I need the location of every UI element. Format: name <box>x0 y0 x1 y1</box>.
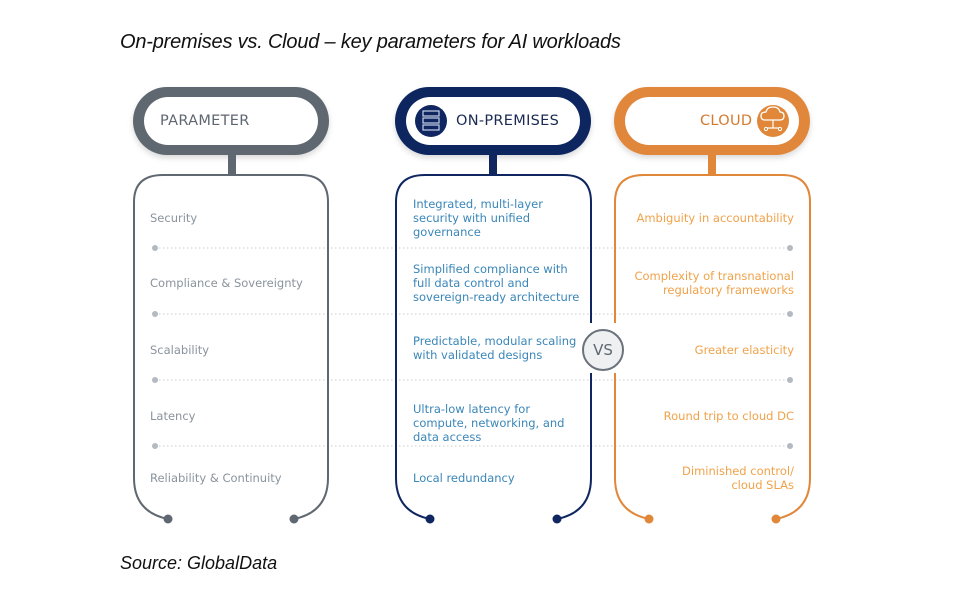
on-premises-cell: Local redundancy <box>413 471 515 485</box>
cloud-network-icon <box>757 105 789 137</box>
cloud-cell: Round trip to cloud DC <box>663 409 794 423</box>
on-premises-column-frame <box>395 87 592 524</box>
diagram-title: On-premises vs. Cloud – key parameters f… <box>120 31 621 53</box>
parameter-header: PARAMETER <box>160 113 250 129</box>
cloud-cell: Complexity of transnational regulatory f… <box>634 269 794 297</box>
parameter-cell: Security <box>150 211 198 225</box>
on-premises-header: ON-PREMISES <box>456 113 560 129</box>
parameter-column-frame <box>133 87 329 524</box>
cloud-cell: Greater elasticity <box>694 343 794 357</box>
cloud-column-frame <box>614 87 811 524</box>
on-premises-cell: Simplified compliance with full data con… <box>413 262 580 304</box>
parameter-cell: Compliance & Sovereignty <box>150 276 303 290</box>
separator-dots <box>152 245 793 449</box>
on-premises-cell: Ultra-low latency for compute, networkin… <box>413 402 565 444</box>
cloud-header: CLOUD <box>700 113 753 129</box>
cloud-cell: Ambiguity in accountability <box>636 211 794 225</box>
parameter-cell: Reliability & Continuity <box>150 471 282 485</box>
server-rack-icon <box>415 105 447 137</box>
parameter-cell: Scalability <box>150 343 210 357</box>
vs-badge: VS <box>582 329 624 371</box>
on-premises-cell: Predictable, modular scaling with valida… <box>413 334 577 362</box>
parameter-cell: Latency <box>150 409 196 423</box>
source-note: Source: GlobalData <box>120 553 278 573</box>
on-premises-cell: Integrated, multi-layer security with un… <box>413 197 543 239</box>
row-separators <box>155 247 790 447</box>
cloud-cell: Diminished control/ cloud SLAs <box>682 464 794 492</box>
